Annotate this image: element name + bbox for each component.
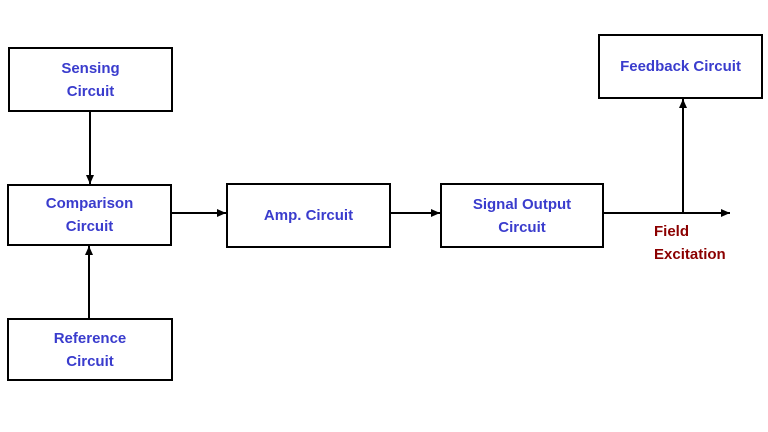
signal-output-circuit-box: Signal Output Circuit [440,183,604,248]
comparison-circuit-label-line1: Comparison [45,195,134,212]
feedback-circuit-box: Feedback Circuit [598,34,763,99]
signal-output-circuit-label-line2: Circuit [498,218,546,236]
reference-circuit-box: Reference Circuit [7,318,173,381]
arrowhead-right-icon [217,209,226,217]
connector-comparison-to-amp [172,212,226,214]
comparison-circuit-label-line2: Circuit [65,218,114,235]
connector-amp-to-signal-output [391,212,440,214]
arrowhead-right-icon [721,209,730,217]
connector-sensing-to-comparison [89,112,91,184]
connector-reference-to-comparison [88,246,90,318]
sensing-circuit-label-line1: Sensing [61,59,120,77]
field-excitation-line2: Excitation [654,246,726,263]
signal-output-circuit-label-line1: Signal Output [472,195,572,213]
field-excitation-annotation: Field Excitation [654,220,726,266]
field-excitation-line1: Field [654,223,690,240]
arrowhead-up-icon [679,99,687,108]
reference-circuit-label-line1: Reference [53,329,127,347]
sensing-circuit-label-line2: Circuit [66,82,115,100]
reference-circuit-label-line2: Circuit [66,352,114,370]
connector-branch-to-feedback [682,99,684,213]
comparison-circuit-box: Comparison Circuit [7,184,172,246]
arrowhead-up-icon [85,246,93,255]
feedback-circuit-label: Feedback Circuit [620,58,741,75]
amp-circuit-label: Amp. Circuit [263,207,354,224]
connector-signal-output-to-field-excitation [604,212,730,214]
sensing-circuit-box: Sensing Circuit [8,47,173,112]
arrowhead-right-icon [431,209,440,217]
amp-circuit-box: Amp. Circuit [226,183,391,248]
arrowhead-down-icon [86,175,94,184]
